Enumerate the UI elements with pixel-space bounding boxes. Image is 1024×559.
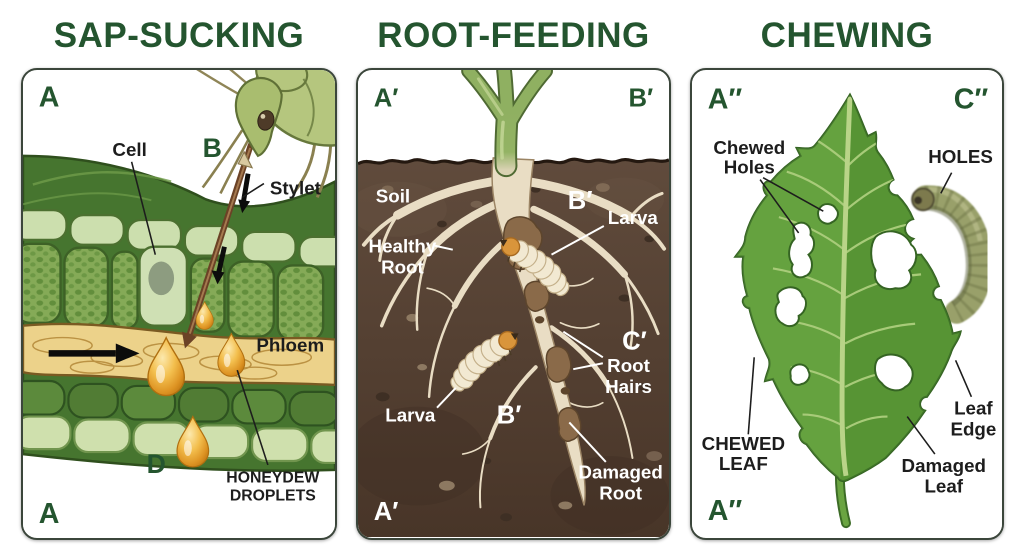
caterpillar xyxy=(911,185,993,324)
damaged-root-pointer xyxy=(568,421,607,463)
larva-upper-pointer xyxy=(551,225,605,256)
root-hairs-pointer-1 xyxy=(562,330,604,359)
larva-lower-pointer xyxy=(436,387,457,409)
root-feeding-illustration: A′ B′ Soil B′ Larva Healthy Root C′ Root… xyxy=(358,70,669,538)
sap-flow-arrow-mid xyxy=(211,246,227,285)
healthy-root-label-line1: Healthy xyxy=(369,236,437,257)
root-corner-top-right: B′ xyxy=(629,85,654,113)
chew-corner-bottom: A″ xyxy=(708,495,743,527)
sap-flow-arrow-upper xyxy=(238,173,251,214)
aphid-front-leg xyxy=(201,129,244,189)
honeydew-droplets xyxy=(147,301,246,468)
chewed-holes-label-line2: Holes xyxy=(724,157,775,178)
cell-pointer-line xyxy=(130,161,157,255)
healthy-root-pointer xyxy=(434,244,453,251)
chewing-illustration: A″ C″ Chewed Holes HOLES CHEWED LEAF Lea… xyxy=(692,71,1002,537)
chewed-leaf-label-line1: CHEWED xyxy=(702,433,785,454)
sap-sucking-illustration: A Cell B Stylet Phloem D HONEYDEW DROPLE… xyxy=(23,70,335,538)
leaf-edge-pointer xyxy=(954,359,973,398)
caterpillar-head xyxy=(911,187,935,212)
damaged-root-label-line2: Root xyxy=(599,482,642,503)
plant-stem xyxy=(461,70,553,178)
aphid-front-leg xyxy=(219,139,250,194)
chewed-holes-pointer-1 xyxy=(762,176,824,212)
root-hairs-label-line2: Hairs xyxy=(605,376,652,397)
damaged-leaf-label-line2: Leaf xyxy=(924,476,963,497)
chewed-holes-label-line1: Chewed xyxy=(713,137,785,158)
aphid-labium xyxy=(237,150,254,169)
damaged-root-label-line1: Damaged xyxy=(578,462,662,483)
honeydew-label-line1: HONEYDEW xyxy=(226,470,319,487)
sap-corner-top: A xyxy=(39,82,60,114)
healthy-root-label-line2: Root xyxy=(381,256,424,277)
chewed-leaf xyxy=(734,93,962,483)
phloem-flow-arrow xyxy=(48,343,140,364)
b-prime-upper-label: B′ xyxy=(568,187,593,215)
highlighted-cell xyxy=(138,245,189,327)
d-label: D xyxy=(147,449,166,479)
title-sap-sucking: SAP-SUCKING xyxy=(53,16,305,55)
panel-root-feeding: A′ B′ Soil B′ Larva Healthy Root C′ Root… xyxy=(356,68,671,540)
leaf-surface-vein xyxy=(23,192,152,206)
phloem-band xyxy=(23,322,335,387)
leaf-holes xyxy=(774,203,918,392)
root-corner-top-left: A′ xyxy=(374,85,399,113)
holes-label: HOLES xyxy=(928,146,993,167)
holes-pointer xyxy=(940,172,953,194)
chew-corner-top-right: C″ xyxy=(954,84,989,116)
cell-label: Cell xyxy=(112,139,146,160)
honeydew-pointer-line xyxy=(236,369,269,466)
damaged-leaf-label-line1: Damaged xyxy=(902,455,986,476)
cell-nucleus xyxy=(148,261,175,296)
leaf-cross-section xyxy=(23,154,335,472)
larva-upper-label: Larva xyxy=(608,207,659,228)
root-corner-bottom: A′ xyxy=(374,498,399,526)
honeydew-label-line2: DROPLETS xyxy=(230,487,316,504)
leaf-edge-label-line1: Leaf xyxy=(954,398,993,419)
palisade-cells xyxy=(23,242,325,342)
chewed-holes-pointer-2 xyxy=(759,179,800,234)
title-root-feeding: ROOT-FEEDING xyxy=(377,16,650,55)
droplet-right xyxy=(217,333,246,377)
c-prime-label: C′ xyxy=(622,327,647,355)
title-chewing: CHEWING xyxy=(760,16,934,55)
larva-lower-label: Larva xyxy=(385,404,436,425)
chew-corner-top-left: A″ xyxy=(708,84,743,116)
droplet-small xyxy=(195,301,214,330)
leaf-edge-label-line2: Edge xyxy=(950,418,996,439)
stylet-pointer-line xyxy=(241,182,265,199)
chewed-leaf-label-line2: LEAF xyxy=(719,453,768,474)
stylet-needle xyxy=(181,143,254,349)
leaf-surface-vein xyxy=(32,171,172,186)
root-hairs-pointer-2 xyxy=(573,362,604,371)
b-label: B xyxy=(203,133,222,163)
chewed-leaf-pointer xyxy=(747,357,755,435)
phloem-label: Phloem xyxy=(256,334,324,355)
root-hairs-label-line1: Root xyxy=(607,355,650,376)
droplet-large xyxy=(147,336,186,397)
aphid xyxy=(196,70,335,198)
b-prime-lower-label: B′ xyxy=(497,401,522,429)
panel-chewing: A″ C″ Chewed Holes HOLES CHEWED LEAF Lea… xyxy=(690,68,1004,540)
sap-corner-bottom: A xyxy=(39,498,60,530)
stylet-label: Stylet xyxy=(270,177,322,198)
leaf-midrib xyxy=(839,96,853,477)
droplet-bottom xyxy=(176,415,210,468)
panel-sap-sucking: A Cell B Stylet Phloem D HONEYDEW DROPLE… xyxy=(21,68,337,540)
damaged-leaf-pointer xyxy=(906,416,936,455)
soil-label: Soil xyxy=(376,185,410,206)
